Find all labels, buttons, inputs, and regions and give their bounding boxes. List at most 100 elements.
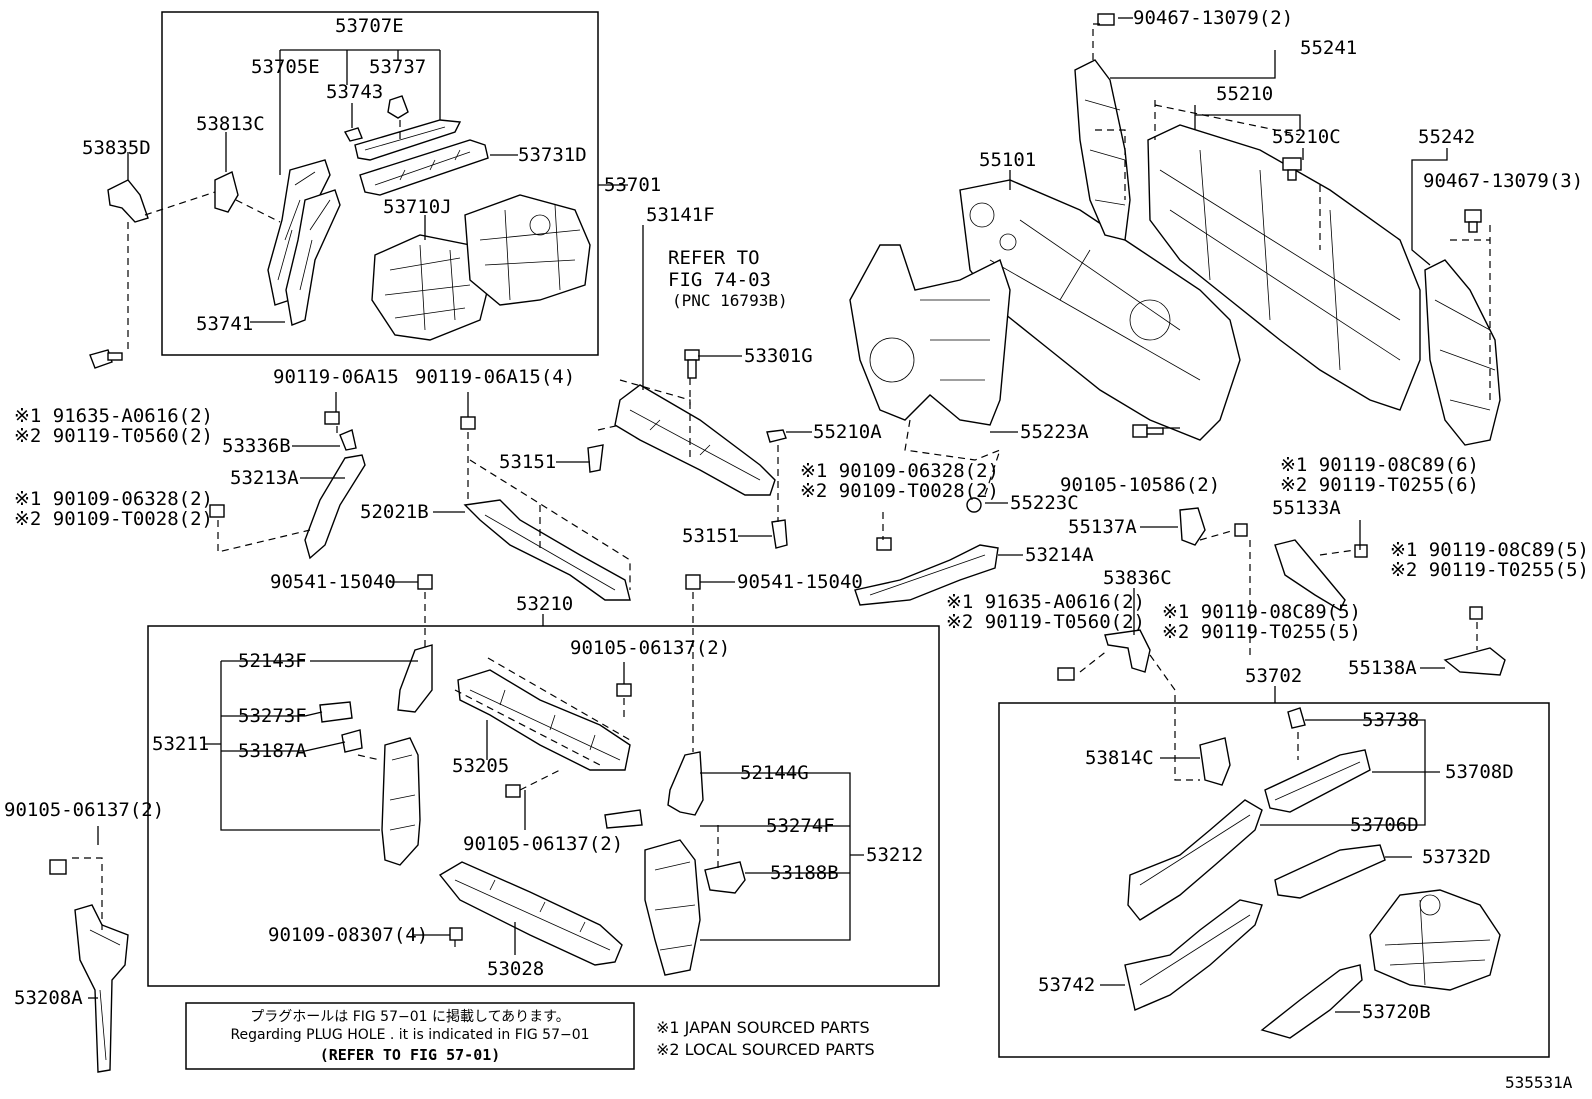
part-53706D-illustration xyxy=(1127,799,1263,921)
part-labels: 53707E 53705E 53737 53743 53813C 53835D … xyxy=(4,7,1589,1092)
bolt-55210C-illustration xyxy=(1282,157,1302,181)
part-52144G-illustration xyxy=(667,751,704,816)
part-53213A-illustration xyxy=(304,454,366,560)
bolt-mid-right-illustrations xyxy=(876,523,1483,681)
label-90105-06137-top: 90105-06137(2) xyxy=(570,637,730,659)
label-53701: 53701 xyxy=(604,174,661,196)
label-55133A: 55133A xyxy=(1272,497,1341,519)
clip-55223C-illustration xyxy=(966,497,982,513)
label-note1-90109-right: ※1 90109-06328(2) xyxy=(800,460,999,482)
part-55241-illustration xyxy=(1074,59,1131,241)
label-note1-90119-5-right: ※1 90119-08C89(5) xyxy=(1390,539,1589,561)
part-53702-strut-tower-illustration xyxy=(1369,889,1501,991)
label-90105-06137-mid: 90105-06137(2) xyxy=(463,833,623,855)
label-53814C: 53814C xyxy=(1085,747,1154,769)
part-53141F-illustration xyxy=(614,384,776,496)
lower-right-group-box xyxy=(998,702,1550,1058)
part-53273F-illustration xyxy=(319,701,353,723)
label-note2-90109-left: ※2 90109-T0028(2) xyxy=(14,508,213,530)
label-55210A: 55210A xyxy=(813,421,882,443)
bolt-90467-right-illustration xyxy=(1464,209,1482,233)
label-note2-90109-right: ※2 90109-T0028(2) xyxy=(800,480,999,502)
part-53214A-illustration xyxy=(854,544,999,606)
label-52143F: 52143F xyxy=(238,650,307,672)
label-53273F: 53273F xyxy=(238,705,307,727)
part-53188B-illustration xyxy=(704,861,746,894)
part-53814C-illustration xyxy=(1199,737,1231,786)
part-53813C-illustration xyxy=(214,171,239,213)
label-53702: 53702 xyxy=(1245,665,1302,687)
bolt-90467-upper-illustration xyxy=(1097,13,1115,26)
label-refer-line2: FIG 74-03 xyxy=(668,269,771,291)
note-japanese: プラグホールは FIG 57−01 に掲載してあります。 xyxy=(250,1009,570,1025)
label-53742: 53742 xyxy=(1038,974,1095,996)
illustration-number: 535531A xyxy=(1505,1073,1573,1092)
part-53741-illustration xyxy=(285,189,341,326)
part-53212-side-member-illustration xyxy=(644,839,701,976)
bolt-91635-illustration xyxy=(89,349,123,369)
plug-hole-note-box xyxy=(185,1002,635,1070)
part-53205-illustration xyxy=(457,669,631,771)
part-53836C-illustration xyxy=(1104,629,1151,673)
legend-japan-sourced: ※1 JAPAN SOURCED PARTS xyxy=(656,1018,870,1037)
label-55101: 55101 xyxy=(979,149,1036,171)
label-note2-90119-upper: ※2 90119-T0560(2) xyxy=(14,425,213,447)
label-53211: 53211 xyxy=(152,733,209,755)
part-55137A-illustration xyxy=(1179,507,1206,546)
label-90119-06A15: 90119-06A15 xyxy=(273,366,399,388)
label-53188B: 53188B xyxy=(770,862,839,884)
label-53151-lower: 53151 xyxy=(682,525,739,547)
label-53213A: 53213A xyxy=(230,467,299,489)
part-53710J-strut-tower-illustration xyxy=(464,194,591,306)
label-55210C: 55210C xyxy=(1272,126,1341,148)
part-53720B-illustration xyxy=(1260,964,1363,1039)
part-53208A-illustration xyxy=(74,904,129,1073)
label-53813C: 53813C xyxy=(196,113,265,135)
label-53710J: 53710J xyxy=(383,196,452,218)
bolt-lower-center-illustrations xyxy=(209,411,701,941)
label-53743: 53743 xyxy=(326,81,383,103)
label-53737: 53737 xyxy=(369,56,426,78)
label-55210: 55210 xyxy=(1216,83,1273,105)
label-53336B: 53336B xyxy=(222,435,291,457)
label-note1-91635-upper: ※1 91635-A0616(2) xyxy=(14,405,213,427)
label-55241: 55241 xyxy=(1300,37,1357,59)
label-90541-left: 90541-15040 xyxy=(270,571,396,593)
part-55223A-illustration xyxy=(849,244,1011,426)
part-53743-illustration xyxy=(343,127,363,142)
label-note1-91635-mid: ※1 91635-A0616(2) xyxy=(946,591,1145,613)
bolt-90105-06137-left-illustration xyxy=(49,859,67,875)
label-90541-right: 90541-15040 xyxy=(737,571,863,593)
label-55223A: 55223A xyxy=(1020,421,1089,443)
part-53835D-illustration xyxy=(107,179,149,223)
part-55133A-illustration xyxy=(1274,539,1346,611)
label-52144G: 52144G xyxy=(740,762,809,784)
label-55138A: 55138A xyxy=(1348,657,1417,679)
upper-left-group-box xyxy=(161,11,599,356)
part-52143F-illustration xyxy=(397,644,433,713)
bolt-53301G-illustration xyxy=(684,349,700,379)
label-53212: 53212 xyxy=(866,844,923,866)
label-55242: 55242 xyxy=(1418,126,1475,148)
label-90119-06A15-4: 90119-06A15(4) xyxy=(415,366,575,388)
label-note1-90119-5-mid: ※1 90119-08C89(5) xyxy=(1162,601,1361,623)
label-note2-90119-5-right: ※2 90119-T0255(5) xyxy=(1390,559,1589,581)
note-english: Regarding PLUG HOLE . it is indicated in… xyxy=(230,1027,590,1043)
clip-55210A-illustration xyxy=(766,429,787,443)
part-55210-illustration xyxy=(1147,124,1421,411)
part-53187A-illustration xyxy=(341,729,363,753)
label-90109-08307: 90109-08307(4) xyxy=(268,924,428,946)
dashed-guide-lines xyxy=(72,23,1491,950)
part-53742-illustration xyxy=(1124,899,1263,1011)
label-53732D: 53732D xyxy=(1422,846,1491,868)
part-53211-side-member-illustration xyxy=(381,737,421,866)
part-53710J-illustration xyxy=(371,234,491,341)
bolt-90105-10586-illustration xyxy=(1132,424,1164,438)
label-53741: 53741 xyxy=(196,313,253,335)
label-53707E: 53707E xyxy=(335,15,404,37)
label-refer-line3: (PNC 16793B) xyxy=(672,291,788,310)
label-90105-06137-left: 90105-06137(2) xyxy=(4,799,164,821)
part-53336B-illustration xyxy=(339,429,357,451)
label-53705E: 53705E xyxy=(251,56,320,78)
